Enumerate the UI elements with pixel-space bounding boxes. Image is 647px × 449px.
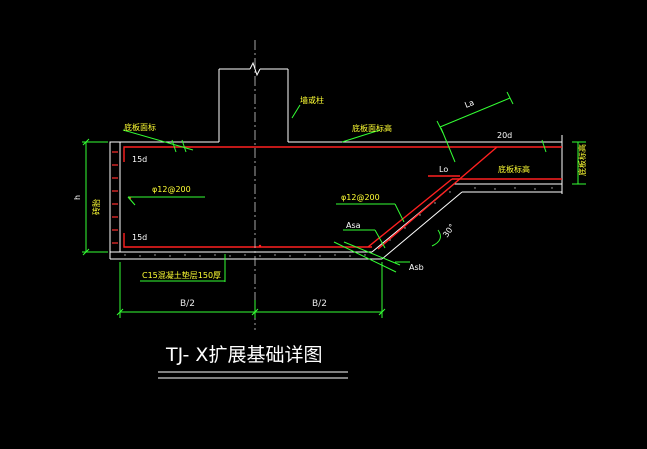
label-wall: 墙或柱 bbox=[300, 95, 324, 105]
label-asa: Asa bbox=[346, 221, 361, 230]
label-side-elev: 底板标高 bbox=[577, 144, 587, 176]
label-cushion: C15混凝土垫层150厚 bbox=[142, 270, 221, 280]
label-top-finish: 底板面标 bbox=[124, 122, 156, 132]
label-top-elev: 底板面标高 bbox=[352, 123, 392, 133]
label-asb: Asb bbox=[409, 263, 424, 272]
cushion-layer bbox=[109, 187, 562, 260]
rebar bbox=[123, 146, 562, 250]
label-20d: 20d bbox=[497, 131, 512, 140]
label-angle: 30° bbox=[441, 222, 457, 239]
dimension-lines bbox=[82, 91, 586, 318]
label-bottom-15d: 15d bbox=[132, 233, 147, 242]
rebar-ticks bbox=[171, 139, 547, 153]
label-half-width-left: B/2 bbox=[180, 299, 195, 309]
label-half-width-right: B/2 bbox=[312, 299, 327, 309]
label-rebar-right: φ12@200 bbox=[341, 193, 380, 202]
label-bottom-elev: 底板标高 bbox=[498, 164, 530, 174]
concrete-outline bbox=[119, 68, 563, 253]
label-lo: Lo bbox=[439, 165, 448, 174]
label-rebar-left: φ12@200 bbox=[152, 185, 191, 194]
rebar-dots bbox=[128, 196, 262, 248]
break-symbol bbox=[249, 61, 261, 77]
drawing-title: TJ- X扩展基础详图 bbox=[165, 344, 322, 366]
label-brick: 砖胎 bbox=[91, 199, 101, 215]
label-la: La bbox=[463, 98, 475, 110]
brick-mould bbox=[109, 141, 121, 253]
label-height: h bbox=[73, 195, 82, 200]
label-top-15d: 15d bbox=[132, 155, 147, 164]
